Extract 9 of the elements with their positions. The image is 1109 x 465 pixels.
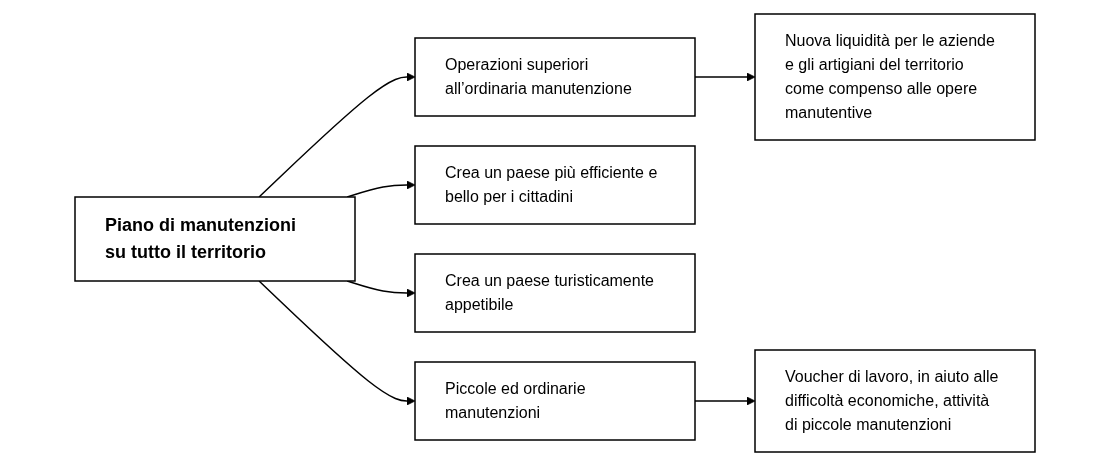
node-box: Crea un paese turisticamente appetibile	[413, 252, 696, 333]
arrow	[257, 72, 415, 198]
node-box: Crea un paese più efficiente e bello per i cittadini	[413, 144, 696, 225]
node-box: Voucher di lavoro, in aiuto alle difficoltà economiche, attività di piccole manutenzioni	[753, 348, 1036, 453]
arrow	[257, 279, 415, 405]
node-box: Nuova liquidità per le aziende e gli artigiani del territorio come compenso alle opere manutentive	[753, 12, 1036, 141]
node-box: Operazioni superiori all’ordinaria manutenzione	[413, 36, 696, 117]
node-box: Piano di manutenzioni su tutto il territorio	[73, 195, 356, 282]
node-box: Piccole ed ordinarie manutenzioni	[413, 360, 696, 441]
